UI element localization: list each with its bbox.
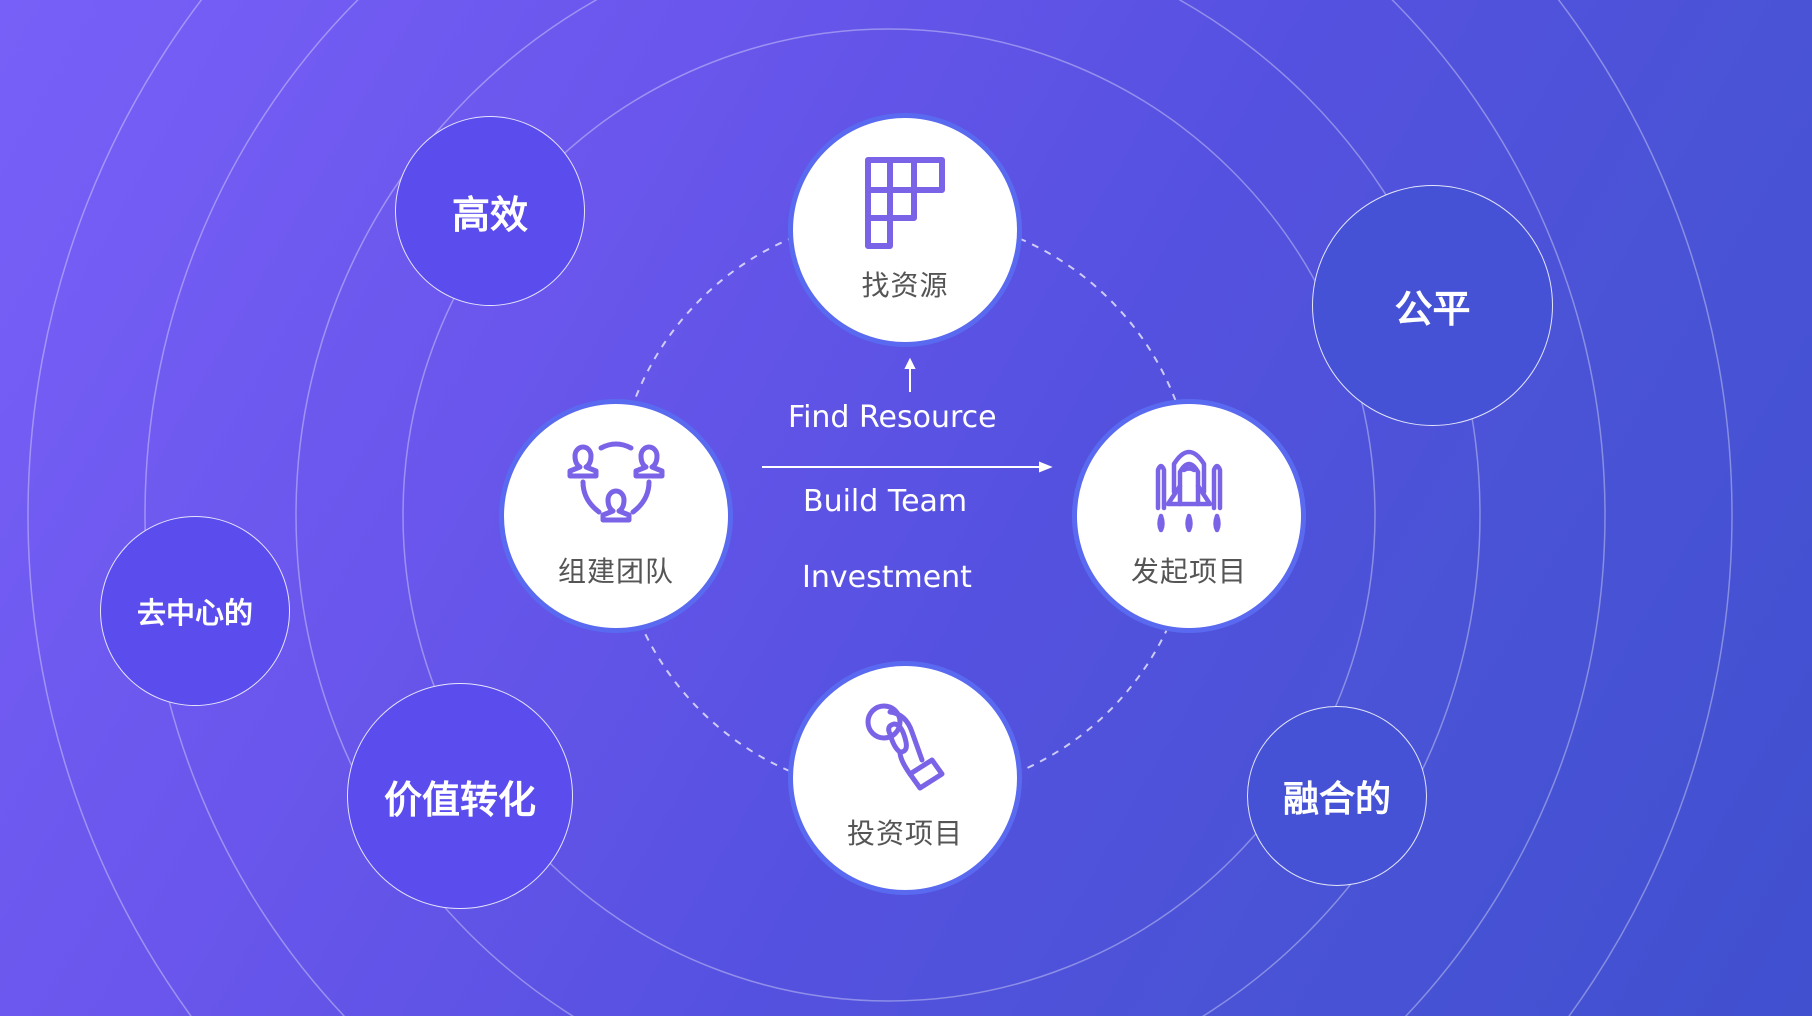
satellite-label: 公平 — [1394, 287, 1471, 331]
node-label: 发起项目 — [1130, 555, 1247, 588]
satellite-label: 价值转化 — [383, 777, 536, 822]
hand-coin-icon — [865, 703, 945, 791]
satellite-integrated: 融合的 — [1247, 706, 1427, 886]
rocket-icon — [1155, 449, 1223, 533]
satellite-label: 高效 — [451, 192, 528, 237]
satellite-label: 去中心的 — [136, 596, 253, 630]
node-build-team: 组建团队 — [499, 399, 733, 633]
satellite-efficient: 高效 — [395, 116, 585, 306]
satellite-value-conversion: 价值转化 — [347, 683, 573, 909]
satellite-decentralized: 去中心的 — [100, 516, 290, 706]
text-investment: Investment — [802, 560, 972, 595]
text-build-team: Build Team — [803, 484, 968, 519]
node-label: 投资项目 — [846, 817, 963, 850]
satellite-label: 融合的 — [1282, 779, 1391, 820]
grid-blocks-icon — [865, 157, 945, 249]
node-label: 找资源 — [861, 269, 949, 302]
node-invest-project: 投资项目 — [788, 661, 1022, 895]
team-people-icon — [567, 441, 665, 523]
node-find-resource: 找资源 — [788, 113, 1022, 347]
node-label: 组建团队 — [557, 555, 674, 588]
satellite-fair: 公平 — [1312, 185, 1553, 426]
node-launch-project: 发起项目 — [1072, 399, 1306, 633]
text-find-resource: Find Resource — [788, 400, 997, 435]
